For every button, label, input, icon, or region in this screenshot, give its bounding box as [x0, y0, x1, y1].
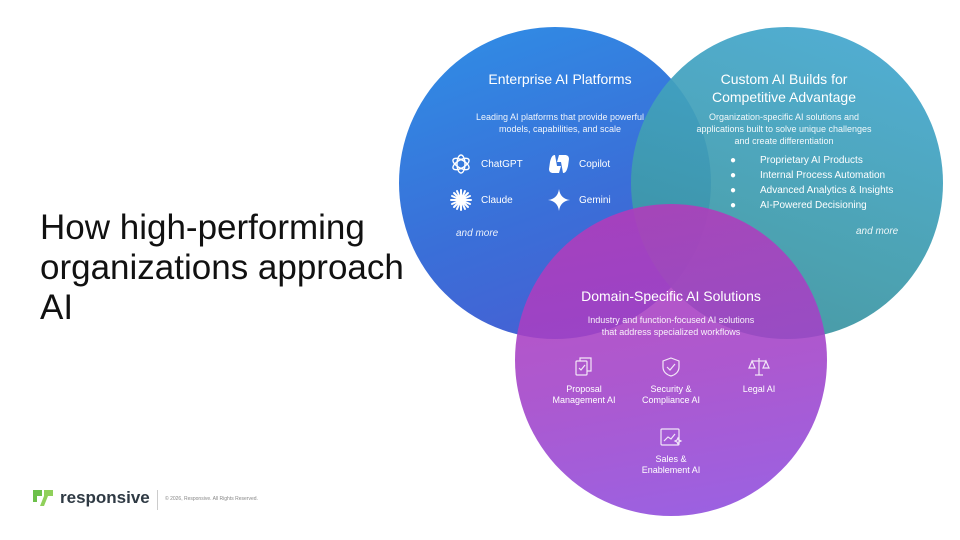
enterprise-and-more: and more [456, 228, 499, 239]
custom-bullet-text: AI-Powered Decisioning [760, 200, 867, 211]
enterprise-description-line: Leading AI platforms that provide powerf… [475, 112, 645, 122]
enterprise-description: Leading AI platforms that provide powerf… [430, 111, 690, 135]
custom-bullet: ●Advanced Analytics & Insights [730, 185, 894, 196]
gemini-icon [548, 189, 570, 211]
platform-label: Claude [481, 194, 513, 206]
custom-description-line: and create differentiation [734, 136, 834, 146]
domain-item-label-line: Enablement AI [641, 465, 701, 475]
platform-label: Gemini [579, 194, 611, 206]
domain-description: Industry and function-focused AI solutio… [541, 314, 801, 338]
custom-and-more: and more [856, 226, 899, 237]
custom-heading-line: Competitive Advantage [712, 89, 856, 105]
claude-icon [450, 189, 472, 211]
custom-bullet: ●Proprietary AI Products [730, 155, 863, 166]
platform-label: ChatGPT [481, 158, 523, 170]
platform-claude: Claude [449, 188, 513, 212]
domain-item-legal: Legal AI [714, 356, 804, 395]
custom-bullet-list: ●Proprietary AI Products ●Internal Proce… [730, 153, 893, 213]
domain-description-line: that address specialized workflows [601, 327, 741, 337]
chatgpt-icon [452, 154, 470, 174]
domain-item-label-line: Sales & [655, 454, 687, 464]
copyright-text: © 2026, Responsive. All Rights Reserved. [165, 496, 258, 502]
domain-item-label-line: Management AI [552, 395, 616, 405]
domain-item-label-line: Security & [650, 384, 692, 394]
custom-heading-line: Custom AI Builds for [720, 71, 848, 87]
domain-description-line: Industry and function-focused AI solutio… [587, 315, 755, 325]
domain-item-label-line: Legal AI [742, 384, 776, 394]
custom-description: Organization-specific AI solutions and a… [650, 111, 918, 147]
copilot-icon [549, 155, 569, 173]
custom-bullet: ●Internal Process Automation [730, 170, 886, 181]
custom-bullet-text: Internal Process Automation [760, 170, 886, 181]
shield-check-icon [662, 357, 680, 377]
platform-label: Copilot [579, 158, 611, 170]
platform-chatgpt: ChatGPT [449, 152, 523, 176]
domain-item-sales: Sales & Enablement AI [626, 426, 716, 476]
chart-sparkle-icon [660, 428, 683, 446]
custom-description-line: applications built to solve unique chall… [696, 124, 872, 134]
domain-heading: Domain-Specific AI Solutions [581, 288, 761, 304]
enterprise-description-line: models, capabilities, and scale [498, 124, 622, 134]
domain-item-proposal: Proposal Management AI [539, 356, 629, 406]
document-check-icon [575, 357, 592, 376]
custom-description-line: Organization-specific AI solutions and [708, 112, 860, 122]
custom-bullet-text: Proprietary AI Products [760, 155, 863, 166]
responsive-logo: responsive [32, 488, 150, 508]
domain-item-security: Security & Compliance AI [626, 356, 716, 406]
platform-copilot: Copilot [547, 152, 610, 176]
domain-item-label-line: Compliance AI [641, 395, 701, 405]
footer-divider [157, 490, 158, 510]
platform-gemini: Gemini [547, 188, 611, 212]
domain-item-label-line: Proposal [566, 384, 602, 394]
responsive-logo-icon [33, 490, 53, 506]
custom-bullet: ●AI-Powered Decisioning [730, 200, 867, 211]
domain-circle [515, 204, 827, 516]
enterprise-heading: Enterprise AI Platforms [488, 71, 632, 87]
logo-wordmark: responsive [60, 488, 150, 507]
slide-title: How high-performing organizations approa… [40, 208, 404, 327]
custom-bullet-text: Advanced Analytics & Insights [760, 185, 894, 196]
scales-icon [748, 358, 770, 376]
custom-heading: Custom AI Builds for Competitive Advanta… [650, 70, 918, 106]
